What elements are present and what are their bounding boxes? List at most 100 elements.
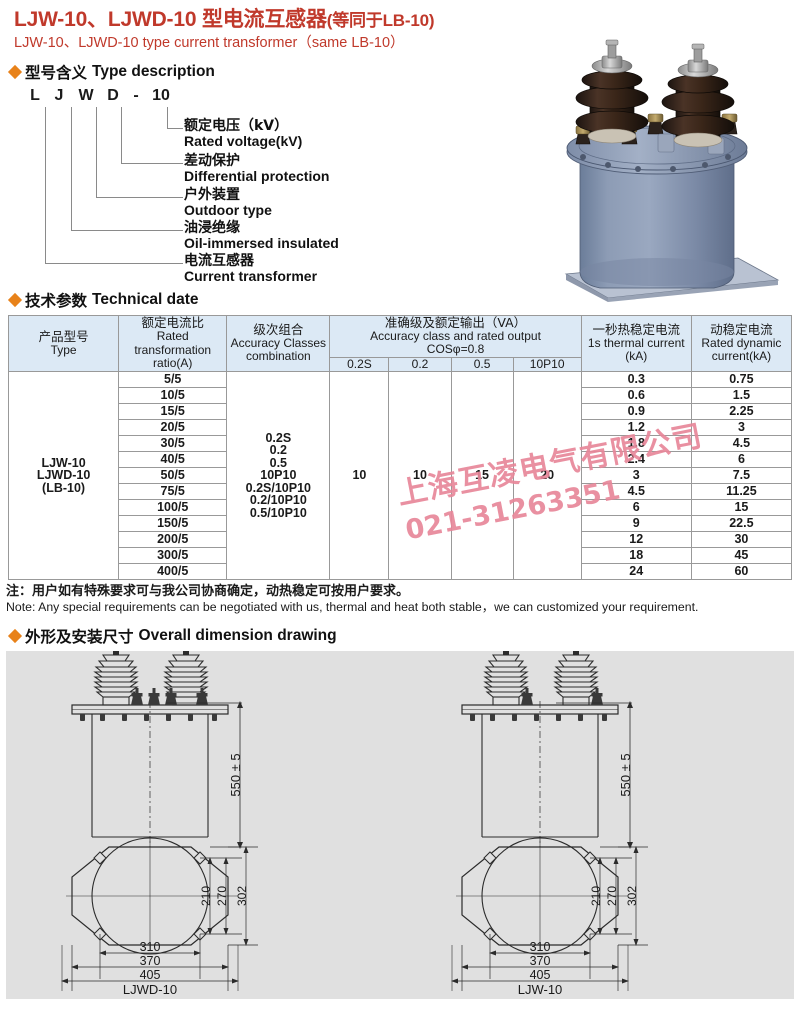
cell-thermal: 9 [580,515,692,533]
dim-label-310-left: 310 [140,940,161,954]
cell-dynamic: 15 [690,499,793,517]
type-code-item-voltage-en: Rated voltage(kV) [184,132,303,149]
cell-type: LJW-10 LJWD-10 (LB-10) [7,371,120,581]
accuracy-class-1: 0.2 [269,443,288,458]
cell-dynamic: 22.5 [690,515,793,533]
type-code-item-outdoor-cn: 户外装置 [184,186,240,203]
section-dimension-drawing: 外形及安装尺寸 Overall dimension drawing [7,625,800,647]
type-code-char-3: D [107,86,119,104]
leader-line-outdoor-v [96,106,97,197]
dim-label-210-right: 210 [589,885,603,905]
type-code-item-oil: 油浸绝缘 Oil-immersed insulated [184,219,339,251]
table-row: 150/5 9 22.5 [9,515,793,533]
section-title-en: Type description [92,62,215,80]
table-row: 400/5 24 60 [9,563,793,581]
dim-label-height-right: 550 ± 5 [618,753,633,796]
table-row: LJW-10 LJWD-10 (LB-10) 5/5 0.2S 0.2 0.5 … [7,371,793,581]
table-row: 50/5 3 7.5 [9,467,793,485]
col-header-ratio: 额定电流比 Rated transformation ratio(A) [118,314,228,373]
cell-dynamic: 60 [690,563,793,581]
cell-dynamic: 3 [690,419,793,437]
type-code-item-oil-en: Oil-immersed insulated [184,234,339,251]
dim-height-left [166,700,243,849]
dim-horizontal-right [451,933,629,991]
type-code-item-outdoor: 户外装置 Outdoor type [184,186,272,218]
section-title-en: Technical date [92,290,199,308]
cell-thermal: 6 [580,499,692,517]
leader-line-oil-h [71,229,183,231]
section-technical-data: 技术参数 Technical date [7,289,800,311]
col-header-dynamic: 动稳定电流 Rated dynamic current(kA) [690,314,793,373]
type-code-char-0: L [30,86,40,104]
col-header-accuracy-combo-cn: 级次组合 [253,322,304,338]
dim-label-405-left: 405 [140,968,161,982]
leader-line-differential-v [121,106,122,163]
table-note-en: Note: Any special requirements can be ne… [6,600,699,615]
cell-thermal: 2.4 [580,451,692,469]
col-header-output-10P10: 10P10 [512,356,582,373]
table-body: LJW-10 LJWD-10 (LB-10) 5/5 0.2S 0.2 0.5 … [7,371,793,581]
section-type-description: 型号含义 Type description [7,61,800,83]
accuracy-class-6: 0.5/10P10 [249,505,307,520]
cell-thermal: 0.9 [580,403,692,421]
section-title-en: Overall dimension drawing [138,626,337,644]
cell-dynamic: 1.5 [690,387,793,405]
type-code-item-ct-en: Current transformer [184,267,318,284]
col-header-thermal: 一秒热稳定电流 1s thermal current (kA) [580,314,692,373]
col-header-output-0.2S: 0.2S [329,356,390,373]
cell-dynamic: 2.25 [690,403,793,421]
dim-label-height-left: 550 ± 5 [228,753,243,796]
cell-type-line-1: LJWD-10 [36,468,91,483]
cell-thermal: 3 [580,467,692,485]
cell-output-0.2: 10 [388,371,452,581]
leader-line-ct-v [45,106,46,263]
type-code-item-oil-cn: 油浸绝缘 [184,219,240,236]
cell-thermal: 24 [580,563,692,581]
section-title-cn: 技术参数 [25,291,88,310]
dim-horizontal-left [61,933,239,991]
dim-label-405-right: 405 [530,968,551,982]
cell-dynamic: 0.75 [690,371,793,389]
leader-line-voltage-h [167,127,183,129]
photo-bushing-left [575,39,649,144]
leader-line-outdoor-h [96,196,183,198]
type-code-item-voltage-cn: 额定电压（kV） [184,117,289,134]
type-code-item-voltage: 额定电压（kV） Rated voltage(kV) [184,117,303,149]
cell-type-line-0: LJW-10 [41,455,86,470]
col-header-ratio-cn: 额定电流比 [141,315,204,331]
type-code-char-1: J [54,86,64,104]
cell-ratio: 300/5 [118,547,228,565]
leader-line-differential-h [121,162,183,164]
technical-data-table: 产品型号 Type 额定电流比 Rated transformation rat… [7,314,793,581]
elevation-view-right [461,700,619,847]
cell-ratio: 5/5 [118,371,228,389]
dim-vertical-left [200,845,258,946]
col-header-output-group-cn: 准确级及额定输出（VA） [384,314,527,330]
accuracy-class-0: 0.2S [265,430,292,445]
type-code-item-ct: 电流互感器 Current transformer [184,252,318,284]
col-header-output-0.2: 0.2 [388,356,452,373]
cell-thermal: 1.8 [580,435,692,453]
photo-oil-tank [579,151,735,289]
col-header-output-0.5: 0.5 [450,356,514,373]
cell-ratio: 75/5 [118,483,228,501]
type-code-item-differential-en: Differential protection [184,167,330,184]
cell-ratio: 20/5 [118,419,228,437]
cell-type-line-2: (LB-10) [42,480,86,495]
table-row: 30/5 1.8 4.5 [9,435,793,453]
dim-vertical-right [590,845,648,946]
col-header-type-cn: 产品型号 [38,328,89,344]
dim-label-370-left: 370 [140,954,161,968]
drawing-caption-left: LJWD-10 [122,981,178,997]
leader-line-oil-v [71,106,72,230]
elevation-view-left [71,700,229,847]
cell-ratio: 50/5 [118,467,228,485]
dim-label-270-right: 270 [605,885,619,905]
elevation-bushings-right [484,650,598,706]
cell-ratio: 100/5 [118,499,228,517]
col-header-output-group-en: Accuracy class and rated output [370,328,541,343]
section-title-cn: 型号含义 [25,63,88,82]
type-code-item-ct-cn: 电流互感器 [184,252,254,269]
